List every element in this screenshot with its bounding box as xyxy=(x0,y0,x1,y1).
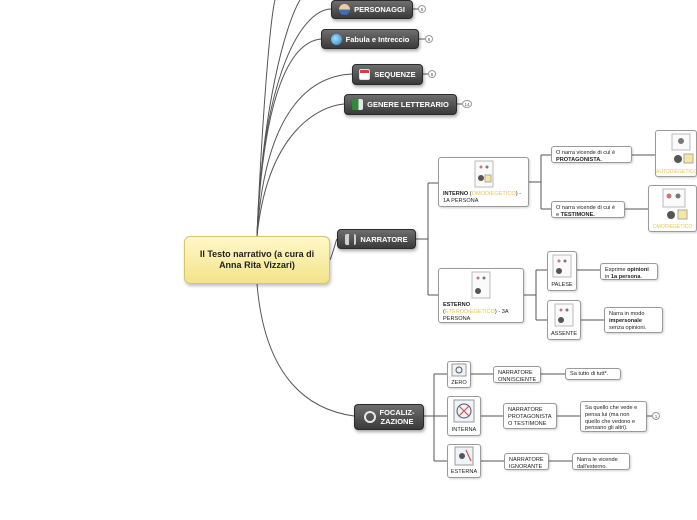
branch-label: NARRATORE xyxy=(360,234,408,244)
zero-focus-icon xyxy=(451,363,467,377)
node-omodiegetico-image[interactable]: OMODIEGETICO xyxy=(648,185,697,232)
branch-personaggi[interactable]: PERSONAGGI xyxy=(331,0,413,19)
narrator-illustration-icon xyxy=(474,160,493,188)
speaker-icon xyxy=(345,233,357,245)
narrator-illustration-icon xyxy=(554,303,574,327)
node-focalizzazione-zero[interactable]: ZERO xyxy=(447,361,471,388)
node-narratore-esterno[interactable]: ESTERNO (ETERODIEGETICO) - 3A PERSONA xyxy=(438,268,524,323)
globe-icon xyxy=(330,33,342,45)
book-icon xyxy=(352,99,364,110)
node-focalizzazione-interna[interactable]: INTERNA xyxy=(447,396,481,436)
collapsed-count-badge[interactable]: 5 xyxy=(418,5,426,13)
central-topic-title: Il Testo narrativo (a cura di Anna Rita … xyxy=(199,249,315,270)
collapsed-count-badge[interactable]: 8 xyxy=(428,70,436,78)
branch-focalizzazione[interactable]: FOCALIZ- ZAZIONE xyxy=(354,404,424,430)
magnifier-icon xyxy=(363,411,376,423)
central-topic[interactable]: Il Testo narrativo (a cura di Anna Rita … xyxy=(184,236,330,284)
narrator-illustration-icon xyxy=(552,254,572,278)
node-assente-desc[interactable]: Narra in modo impersonale senza opinioni… xyxy=(604,307,663,333)
node-interna-desc[interactable]: Sa quello che vede e pensa lui (ma non q… xyxy=(580,401,647,432)
narrator-illustration-icon xyxy=(471,271,491,299)
external-focus-icon xyxy=(454,446,474,466)
branch-label: Fabula e Intreccio xyxy=(345,34,410,44)
node-palese[interactable]: PALESE xyxy=(547,251,577,291)
node-esterna-desc[interactable]: Narra le vicende dall'esterno. xyxy=(572,453,630,470)
collapsed-count-badge[interactable]: 14 xyxy=(462,100,472,108)
branch-label: GENERE LETTERARIO xyxy=(367,100,449,109)
node-interna-narratore[interactable]: NARRATORE PROTAGONISTA O TESTIMONE xyxy=(503,403,557,429)
person-icon xyxy=(339,4,351,15)
node-zero-desc[interactable]: Sa tutto di tutt*. xyxy=(565,368,621,380)
branch-narratore[interactable]: NARRATORE xyxy=(337,229,416,249)
node-assente[interactable]: ASSENTE xyxy=(547,300,581,340)
node-narratore-interno[interactable]: INTERNO (OMODIEGETICO) - 1A PERSONA xyxy=(438,157,529,207)
branch-label: PERSONAGGI xyxy=(354,5,405,14)
icon-eye: e xyxy=(556,211,561,218)
collapsed-count-badge[interactable]: 6 xyxy=(425,35,433,43)
internal-focus-icon xyxy=(453,399,475,423)
narrator-illustration-icon xyxy=(671,133,694,164)
narrator-illustration-icon xyxy=(662,188,688,220)
branch-fabula[interactable]: Fabula e Intreccio xyxy=(321,29,419,49)
node-autodiegetico-image[interactable]: AUTODIEGETICO xyxy=(655,130,697,177)
node-focalizzazione-esterna[interactable]: ESTERNA xyxy=(447,444,481,478)
branch-label: SEQUENZE xyxy=(374,70,416,79)
collapsed-count-badge[interactable]: 1 xyxy=(652,412,660,420)
node-esterna-narratore[interactable]: NARRATORE IGNORANTE xyxy=(504,453,549,470)
node-palese-desc[interactable]: Esprime opinioni in 1a persona. xyxy=(600,263,658,280)
branch-sequenze[interactable]: SEQUENZE xyxy=(352,64,423,85)
branch-genere-letterario[interactable]: GENERE LETTERARIO xyxy=(344,94,457,115)
calendar-icon xyxy=(359,69,371,80)
node-narratore-testimone[interactable]: O narra vicende di cui è e TESTIMONE. xyxy=(551,201,625,218)
node-narratore-protagonista[interactable]: O narra vicende di cui è PROTAGONISTA. xyxy=(551,146,632,163)
node-zero-narratore[interactable]: NARRATORE ONNISCIENTE xyxy=(493,366,541,383)
